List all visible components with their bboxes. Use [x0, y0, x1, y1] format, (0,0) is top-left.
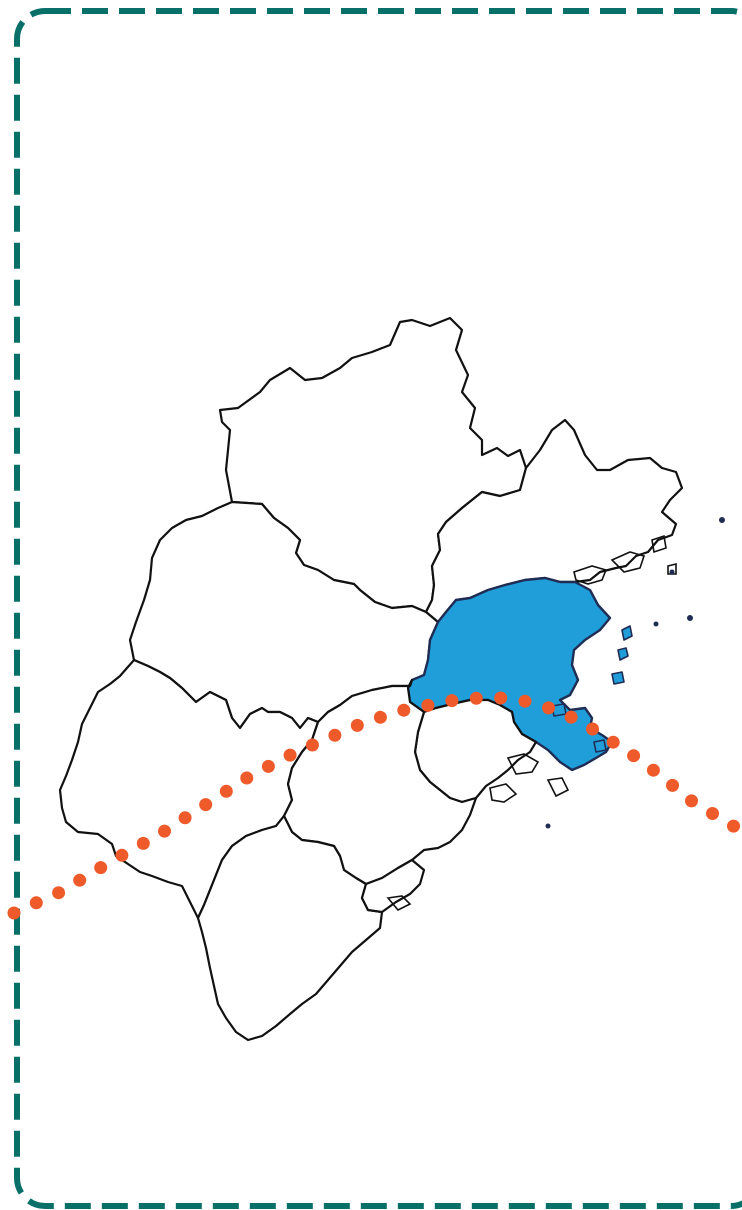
route-dot [350, 718, 364, 732]
route-dot [52, 886, 66, 900]
route-dot [421, 698, 435, 712]
route-dot [666, 778, 679, 792]
route-dot [94, 861, 108, 875]
route-dot [606, 735, 620, 749]
map-frame [14, 8, 742, 1209]
route-dot [328, 728, 342, 742]
route-dot [219, 784, 233, 798]
route-dot [706, 807, 719, 820]
route-dot [29, 896, 43, 910]
route-dot [115, 848, 129, 862]
route-dot [685, 794, 698, 808]
route-dot [305, 738, 319, 752]
route-dot [136, 836, 150, 850]
route-dot [586, 722, 599, 736]
route-dot [397, 703, 411, 717]
route-dot [627, 749, 641, 763]
route-dot [158, 824, 171, 838]
route-dot [564, 710, 578, 724]
route-dot [73, 873, 87, 887]
small-islets [545, 517, 725, 829]
route-dot [199, 798, 213, 812]
region-ningde[interactable] [424, 418, 684, 624]
dotted-route-line [7, 691, 740, 920]
route-dot [542, 701, 555, 715]
coastal-islands [386, 534, 677, 911]
region-xiamen[interactable] [360, 858, 426, 914]
route-dot [178, 811, 192, 825]
route-dot [261, 759, 275, 773]
route-dot [646, 763, 660, 777]
route-dot [373, 710, 387, 724]
route-dot [445, 694, 459, 708]
route-dot [240, 771, 254, 785]
route-dot [283, 748, 297, 762]
route-dot [727, 819, 740, 833]
route-dot [469, 691, 483, 705]
route-dot [518, 694, 532, 708]
highlighted-islands [551, 625, 633, 753]
route-dot [494, 691, 508, 705]
route-dot [7, 906, 21, 920]
